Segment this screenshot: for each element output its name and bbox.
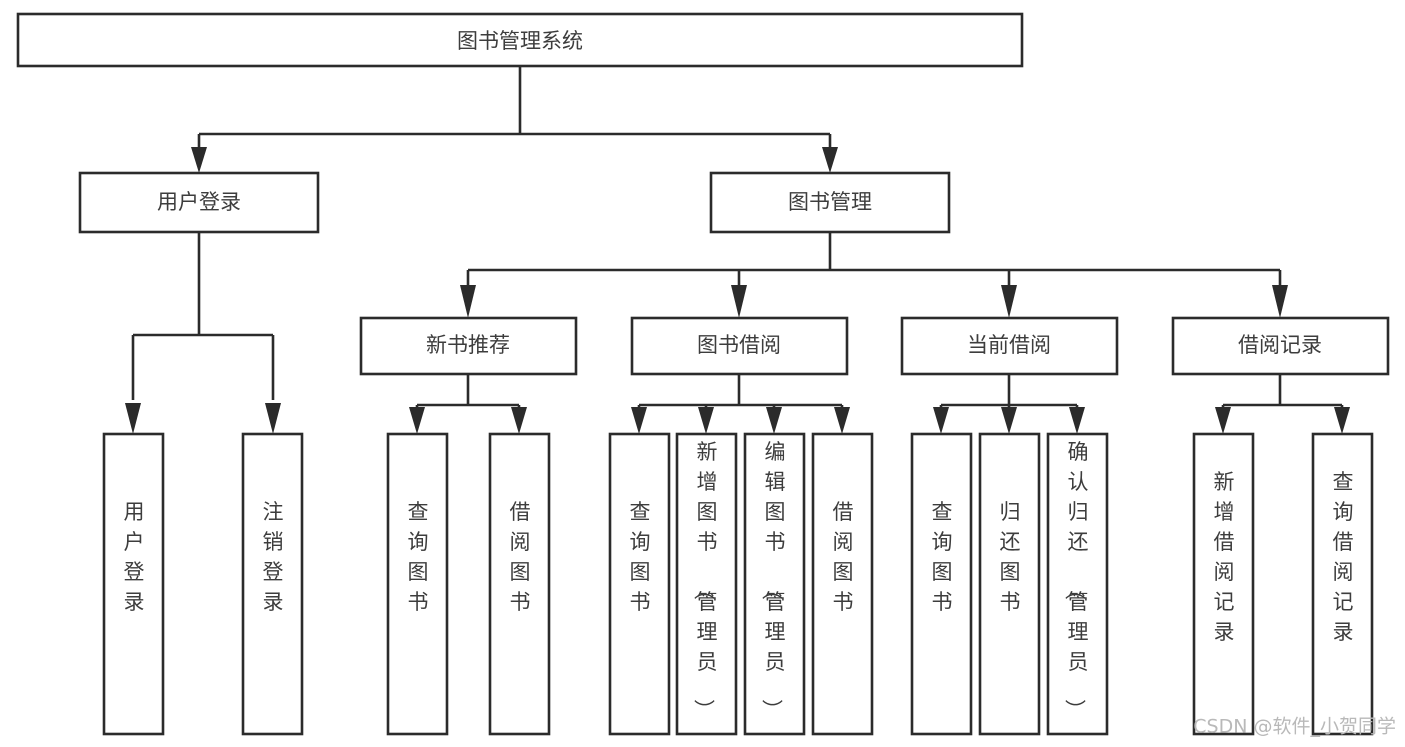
leaf-add-book-label: 新增图书（管理员） bbox=[692, 440, 718, 720]
arrow-head-new-book bbox=[460, 285, 476, 318]
watermark-label: CSDN @软件_小贺同学 bbox=[1193, 716, 1396, 738]
node-new-book-recommend[interactable]: 新书推荐 bbox=[359, 316, 578, 376]
connector-layer bbox=[125, 66, 1350, 434]
leaf-newbook-borrow-label: 借阅图书 bbox=[510, 500, 531, 614]
node-root-label: 图书管理系统 bbox=[457, 29, 583, 53]
arrow-head-current-borrow-leaf-3 bbox=[1069, 407, 1085, 434]
leaf-add-record-box[interactable] bbox=[1192, 432, 1255, 736]
arrow-head-book-borrow-leaf-1 bbox=[631, 407, 647, 434]
leaf-return-book-box[interactable] bbox=[978, 432, 1041, 736]
leaf-query-record-label: 查询借阅记录 bbox=[1333, 470, 1354, 644]
leaf-node[interactable]: 用户登录 bbox=[102, 432, 165, 736]
node-new-book-recommend-box[interactable] bbox=[359, 316, 578, 376]
leaf-node[interactable]: 确认归还（管理员） bbox=[1046, 432, 1109, 736]
arrow-head-user-login bbox=[191, 147, 207, 173]
leaf-node[interactable]: 编辑图书（管理员） bbox=[743, 432, 806, 736]
leaf-node[interactable]: 归还图书 bbox=[978, 432, 1041, 736]
leaf-user-login-label: 用户登录 bbox=[124, 500, 145, 614]
leaf-node[interactable]: 借阅图书 bbox=[811, 432, 874, 736]
node-root[interactable]: 图书管理系统 bbox=[16, 12, 1024, 68]
leaf-confirm-return-box[interactable] bbox=[1046, 432, 1109, 736]
leaf-edit-book-box[interactable] bbox=[743, 432, 806, 736]
node-book-borrow-label: 图书借阅 bbox=[697, 333, 781, 357]
node-user-login-box[interactable] bbox=[78, 171, 320, 234]
leaf-user-login-box[interactable] bbox=[102, 432, 165, 736]
leaf-newbook-query-label: 查询图书 bbox=[408, 500, 429, 614]
arrow-head-user-login-leaf-2 bbox=[265, 403, 281, 434]
node-book-manage-box[interactable] bbox=[709, 171, 951, 234]
arrow-head-user-login-leaf-1 bbox=[125, 403, 141, 434]
node-borrow-records-box[interactable] bbox=[1171, 316, 1390, 376]
leaf-borrow-query-label: 查询图书 bbox=[630, 500, 651, 614]
arrow-head-new-book-leaf-1 bbox=[409, 407, 425, 434]
leaf-query-record-box[interactable] bbox=[1311, 432, 1374, 736]
node-book-manage-label: 图书管理 bbox=[788, 190, 872, 214]
leaf-logout-box[interactable] bbox=[241, 432, 304, 736]
node-book-borrow[interactable]: 图书借阅 bbox=[630, 316, 849, 376]
node-book-manage[interactable]: 图书管理 bbox=[709, 171, 951, 234]
leaf-node[interactable]: 注销登录 bbox=[241, 432, 304, 736]
leaf-node[interactable]: 查询图书 bbox=[910, 432, 973, 736]
node-book-borrow-box[interactable] bbox=[630, 316, 849, 376]
node-current-borrow[interactable]: 当前借阅 bbox=[900, 316, 1119, 376]
arrow-head-current-borrow bbox=[1001, 285, 1017, 318]
arrow-head-borrow-records bbox=[1272, 285, 1288, 318]
arrow-head-book-borrow bbox=[731, 285, 747, 318]
leaf-borrow-query-box[interactable] bbox=[608, 432, 671, 736]
leaf-node[interactable]: 查询借阅记录 bbox=[1311, 432, 1374, 736]
arrow-head-borrow-records-leaf-2 bbox=[1334, 407, 1350, 434]
leaf-node[interactable]: 查询图书 bbox=[386, 432, 449, 736]
node-root-box[interactable] bbox=[16, 12, 1024, 68]
arrow-head-current-borrow-leaf-2 bbox=[1001, 407, 1017, 434]
leaf-add-record-label: 新增借阅记录 bbox=[1214, 470, 1235, 644]
arrow-head-book-borrow-leaf-3 bbox=[766, 407, 782, 434]
arrow-head-current-borrow-leaf-1 bbox=[933, 407, 949, 434]
leaf-confirm-return-label: 确认归还（管理员） bbox=[1063, 440, 1089, 720]
leaf-current-query-box[interactable] bbox=[910, 432, 973, 736]
arrow-head-book-manage bbox=[822, 147, 838, 173]
node-user-login-label: 用户登录 bbox=[157, 190, 241, 214]
leaf-logout-label: 注销登录 bbox=[263, 500, 284, 614]
leaf-node[interactable]: 新增借阅记录 bbox=[1192, 432, 1255, 736]
leaf-newbook-query-box[interactable] bbox=[386, 432, 449, 736]
leaf-return-book-label: 归还图书 bbox=[1000, 500, 1021, 614]
leaf-node[interactable]: 借阅图书 bbox=[488, 432, 551, 736]
node-borrow-records[interactable]: 借阅记录 bbox=[1171, 316, 1390, 376]
node-user-login[interactable]: 用户登录 bbox=[78, 171, 320, 234]
arrow-head-book-borrow-leaf-2 bbox=[698, 407, 714, 434]
leaf-borrow-book-label: 借阅图书 bbox=[833, 500, 854, 614]
leaf-edit-book-label: 编辑图书（管理员） bbox=[760, 440, 786, 720]
leaf-current-query-label: 查询图书 bbox=[932, 500, 953, 614]
node-borrow-records-label: 借阅记录 bbox=[1238, 333, 1322, 357]
arrow-head-borrow-records-leaf-1 bbox=[1215, 407, 1231, 434]
node-current-borrow-box[interactable] bbox=[900, 316, 1119, 376]
leaf-node[interactable]: 查询图书 bbox=[608, 432, 671, 736]
arrow-head-book-borrow-leaf-4 bbox=[834, 407, 850, 434]
node-current-borrow-label: 当前借阅 bbox=[967, 333, 1051, 357]
leaf-node[interactable]: 新增图书（管理员） bbox=[675, 432, 738, 736]
leaf-borrow-book-box[interactable] bbox=[811, 432, 874, 736]
arrow-head-new-book-leaf-2 bbox=[511, 407, 527, 434]
node-new-book-recommend-label: 新书推荐 bbox=[426, 333, 510, 357]
leaf-add-book-box[interactable] bbox=[675, 432, 738, 736]
leaf-newbook-borrow-box[interactable] bbox=[488, 432, 551, 736]
